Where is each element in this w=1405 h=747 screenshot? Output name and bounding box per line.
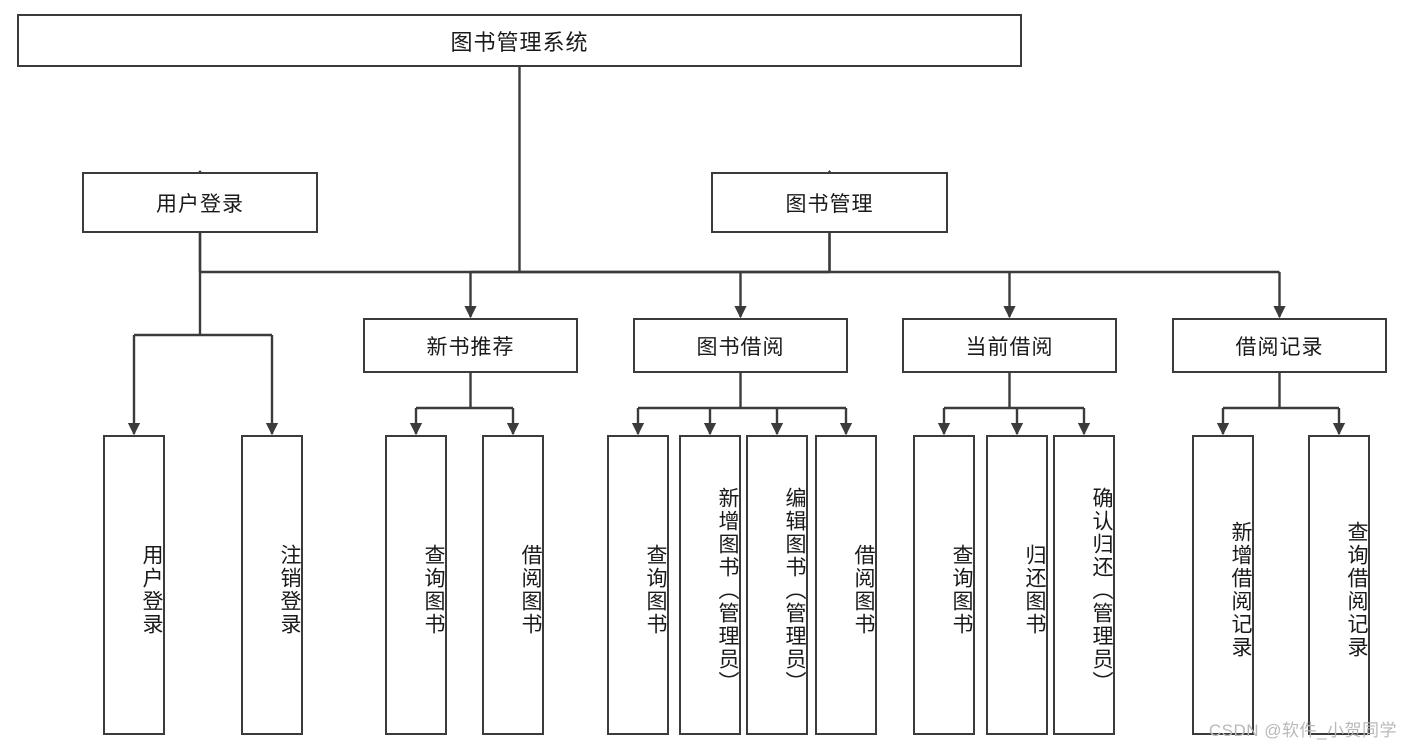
node-book-manage: 图书管理 — [711, 172, 948, 233]
node-leaf-query-book-2: 查询图书 — [607, 435, 669, 735]
node-label: 用户登录 — [156, 192, 244, 216]
node-leaf-borrow-book-1: 借阅图书 — [482, 435, 544, 735]
node-label: 确认归还（管理员） — [1090, 486, 1113, 694]
node-label: 注销登录 — [278, 544, 301, 636]
node-label: 图书借阅 — [696, 335, 785, 359]
node-label: 新增图书（管理员） — [716, 486, 739, 694]
node-leaf-borrow-book-2: 借阅图书 — [815, 435, 877, 735]
node-leaf-logout: 注销登录 — [241, 435, 303, 735]
node-label: 归还图书 — [1023, 544, 1046, 636]
node-leaf-query-book-3: 查询图书 — [913, 435, 975, 735]
node-leaf-add-record: 新增借阅记录 — [1192, 435, 1254, 735]
node-label: 新书推荐 — [426, 335, 515, 359]
node-leaf-return-book: 归还图书 — [986, 435, 1048, 735]
node-current-borrow: 当前借阅 — [902, 318, 1117, 373]
node-label: 查询图书 — [950, 544, 973, 636]
node-leaf-user-login: 用户登录 — [103, 435, 165, 735]
node-label: 查询借阅记录 — [1345, 521, 1368, 659]
node-user-login: 用户登录 — [82, 172, 318, 233]
node-label: 图书管理 — [785, 192, 874, 216]
node-book-borrow: 图书借阅 — [633, 318, 848, 373]
node-label: 图书管理系统 — [450, 29, 589, 55]
node-label: 借阅图书 — [519, 544, 542, 636]
node-leaf-add-book: 新增图书（管理员） — [679, 435, 741, 735]
node-label: 用户登录 — [140, 544, 163, 636]
node-leaf-confirm-return: 确认归还（管理员） — [1053, 435, 1115, 735]
node-label: 新增借阅记录 — [1229, 521, 1252, 659]
node-label: 查询图书 — [644, 544, 667, 636]
node-label: 借阅记录 — [1235, 335, 1324, 359]
node-label: 当前借阅 — [965, 335, 1054, 359]
watermark: CSDN @软件_小贺同学 — [1208, 721, 1397, 740]
node-new-book-recommend: 新书推荐 — [363, 318, 578, 373]
node-leaf-edit-book: 编辑图书（管理员） — [746, 435, 808, 735]
node-label: 借阅图书 — [852, 544, 875, 636]
node-leaf-query-record: 查询借阅记录 — [1308, 435, 1370, 735]
node-root: 图书管理系统 — [17, 14, 1022, 67]
node-label: 编辑图书（管理员） — [783, 486, 806, 694]
node-leaf-query-book-1: 查询图书 — [385, 435, 447, 735]
node-label: 查询图书 — [422, 544, 445, 636]
node-borrow-record: 借阅记录 — [1172, 318, 1387, 373]
